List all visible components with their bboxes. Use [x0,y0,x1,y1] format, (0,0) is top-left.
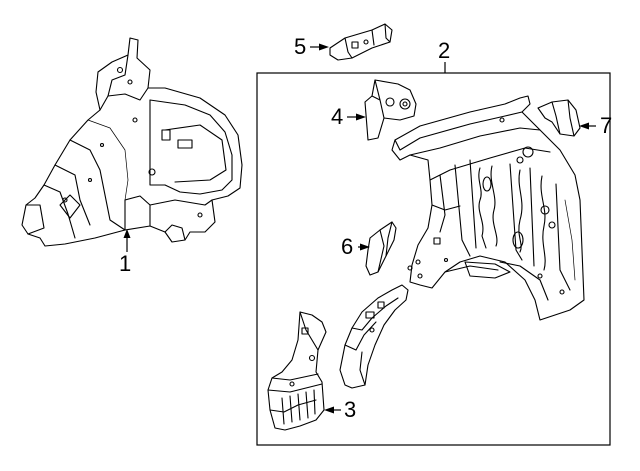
part-6-reinforcement[interactable] [365,221,397,276]
part-2-quarter-inner-assembly[interactable] [391,95,585,321]
part-4-bracket-plate[interactable] [364,79,417,141]
part-7-bracket[interactable] [537,99,581,137]
callout-7: 7 [600,113,613,138]
part-1-inner-wheelhouse[interactable] [21,37,243,247]
arrow-7 [579,122,589,130]
callout-4: 4 [331,104,344,129]
callout-2: 2 [438,38,451,63]
arrow-3 [324,406,334,414]
callout-1: 1 [119,251,132,276]
arrow-1 [123,229,131,238]
arrow-4 [356,113,366,121]
callout-3: 3 [344,397,357,422]
assembly-frame [256,72,611,446]
arrow-5 [319,43,329,51]
callout-5: 5 [294,34,307,59]
part-3-lower-panel[interactable] [267,311,327,431]
arrow-6 [360,243,370,251]
part-2-wheel-arch[interactable] [339,284,409,389]
part-5-bracket[interactable] [329,23,393,61]
callout-6: 6 [341,234,354,259]
